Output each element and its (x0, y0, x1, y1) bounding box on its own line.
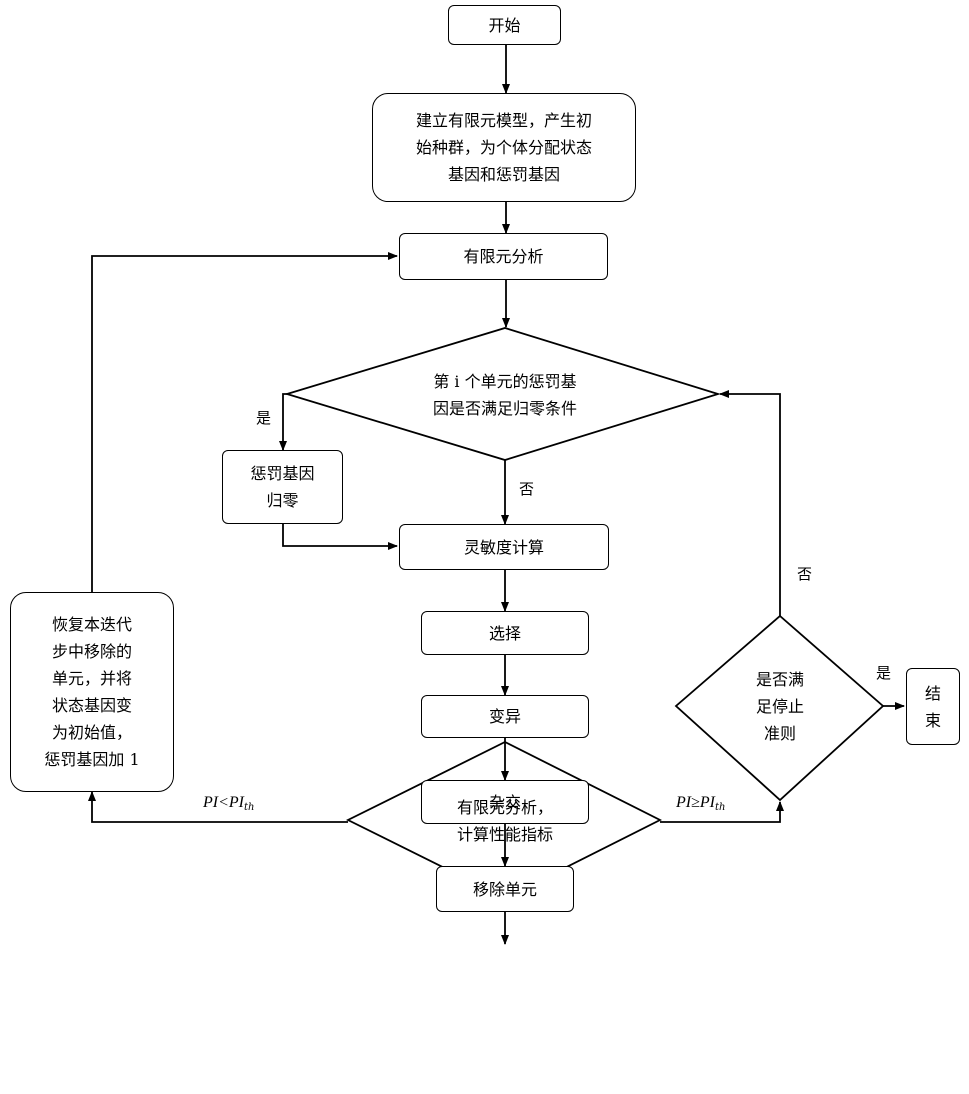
mutate-node: 变异 (421, 695, 589, 738)
reset-node: 惩罚基因 归零 (222, 450, 343, 524)
fea-node: 有限元分析 (399, 233, 608, 280)
decision-pi-line-2: 计算性能指标 (415, 821, 595, 848)
edge-stop-decision (720, 394, 780, 616)
restore-line-3: 单元，并将 (52, 665, 132, 692)
pi-less-b: PI (229, 794, 244, 811)
decision-pi-line-1: 有限元分析， (415, 794, 595, 821)
pi-geq-sub: th (715, 802, 725, 813)
pi-less-op: < (218, 794, 229, 811)
restore-line-5: 为初始值， (52, 719, 132, 746)
edge-decision-reset (283, 394, 287, 450)
pi-less-sub: th (244, 802, 254, 813)
decision-stop-line-3: 准则 (730, 720, 830, 747)
init-line-2: 始种群，为个体分配状态 (416, 134, 592, 161)
reset-line-1: 惩罚基因 (250, 460, 314, 487)
edge-reset-sensitivity (283, 524, 397, 546)
decision-reset-text: 第 i 个单元的惩罚基 因是否满足归零条件 (380, 368, 630, 422)
restore-line-1: 恢复本迭代 (52, 611, 132, 638)
restore-node: 恢复本迭代 步中移除的 单元，并将 状态基因变 为初始值， 惩罚基因加 1 (10, 592, 174, 792)
decision-stop-line-2: 足停止 (730, 693, 830, 720)
label-yes-reset: 是 (256, 407, 271, 428)
sensitivity-label: 灵敏度计算 (464, 534, 544, 561)
end-node: 结 束 (906, 668, 960, 745)
mutate-label: 变异 (489, 703, 521, 730)
pi-geq-b: PI (700, 794, 715, 811)
init-line-1: 建立有限元模型，产生初 (416, 107, 592, 134)
pi-less-a: PI (203, 794, 218, 811)
init-node: 建立有限元模型，产生初 始种群，为个体分配状态 基因和惩罚基因 (372, 93, 636, 202)
edge-restore-fea (92, 256, 397, 592)
decision-stop-text: 是否满 足停止 准则 (730, 666, 830, 747)
remove-label: 移除单元 (473, 876, 537, 903)
restore-line-6: 惩罚基因加 1 (44, 746, 139, 773)
decision-stop-line-1: 是否满 (730, 666, 830, 693)
end-line-2: 束 (925, 707, 941, 734)
remove-node: 移除单元 (436, 866, 574, 912)
label-no-stop: 否 (797, 563, 812, 584)
restore-line-2: 步中移除的 (52, 638, 132, 665)
init-line-3: 基因和惩罚基因 (448, 161, 560, 188)
decision-reset-line-1: 第 i 个单元的惩罚基 (380, 368, 630, 395)
fea-label: 有限元分析 (463, 243, 543, 270)
sensitivity-node: 灵敏度计算 (399, 524, 609, 570)
label-yes-stop: 是 (876, 662, 891, 683)
label-pi-geq: PI≥PIth (676, 793, 725, 813)
decision-reset-line-2: 因是否满足归零条件 (380, 395, 630, 422)
decision-pi-label: 有限元分析， 计算性能指标 (415, 794, 595, 848)
pi-geq-a: PI (676, 794, 691, 811)
select-label: 选择 (489, 620, 521, 647)
start-label: 开始 (488, 12, 520, 39)
label-pi-less: PI<PIth (203, 793, 254, 813)
select-node: 选择 (421, 611, 589, 655)
pi-geq-op: ≥ (691, 794, 700, 811)
reset-line-2: 归零 (266, 487, 298, 514)
label-no-reset: 否 (519, 478, 534, 499)
start-node: 开始 (448, 5, 561, 45)
restore-line-4: 状态基因变 (52, 692, 132, 719)
end-line-1: 结 (925, 680, 941, 707)
